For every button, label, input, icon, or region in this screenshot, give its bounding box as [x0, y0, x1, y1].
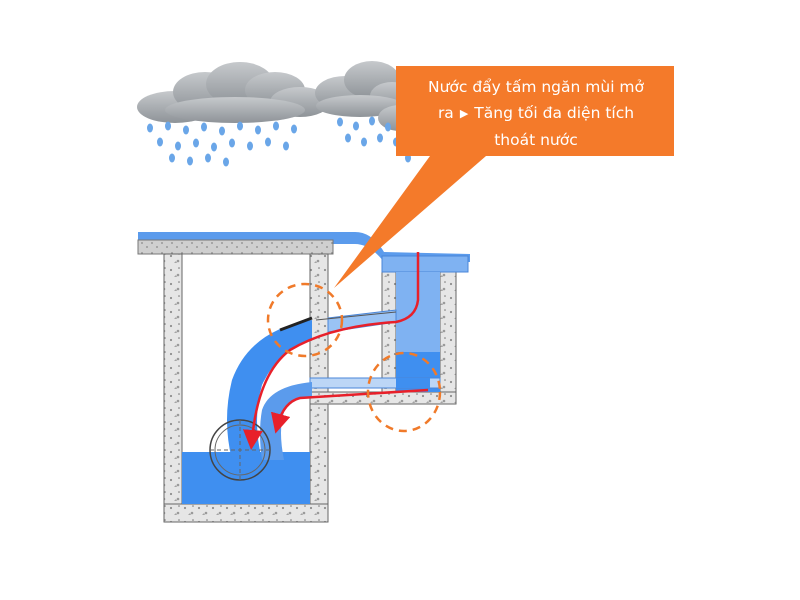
pit-cover-slab	[137, 239, 334, 255]
raindrops	[147, 116, 411, 167]
callout-text: Nước đẩy tấm ngăn mùi mở ra ▶ Tăng tối đa …	[402, 70, 670, 154]
highlight-circles	[266, 282, 442, 433]
callout-line-3: thoát nước	[494, 131, 578, 149]
pit-water	[182, 452, 310, 504]
water-stream	[227, 320, 312, 460]
callout-bubble	[334, 66, 674, 288]
flap-highlight-circle	[266, 282, 344, 358]
outlet-pipe-icon	[209, 419, 271, 481]
odor-flap	[279, 316, 313, 332]
lower-pipe-highlight-circle	[366, 351, 442, 433]
lower-pipe	[309, 377, 441, 389]
flow-arrows	[242, 252, 429, 450]
callout-line-2: ra ▶ Tăng tối đa diện tích	[410, 100, 662, 127]
right-triangle-icon: ▶	[459, 107, 469, 120]
callout-line-2-end: Tăng tối đa diện tích	[474, 104, 635, 122]
callout-line-2-start: ra	[437, 104, 454, 122]
rain-cloud-icon	[137, 61, 422, 131]
drain-box	[309, 255, 469, 405]
callout-line-1: Nước đẩy tấm ngăn mùi mở	[427, 78, 645, 96]
main-pit	[163, 253, 329, 523]
